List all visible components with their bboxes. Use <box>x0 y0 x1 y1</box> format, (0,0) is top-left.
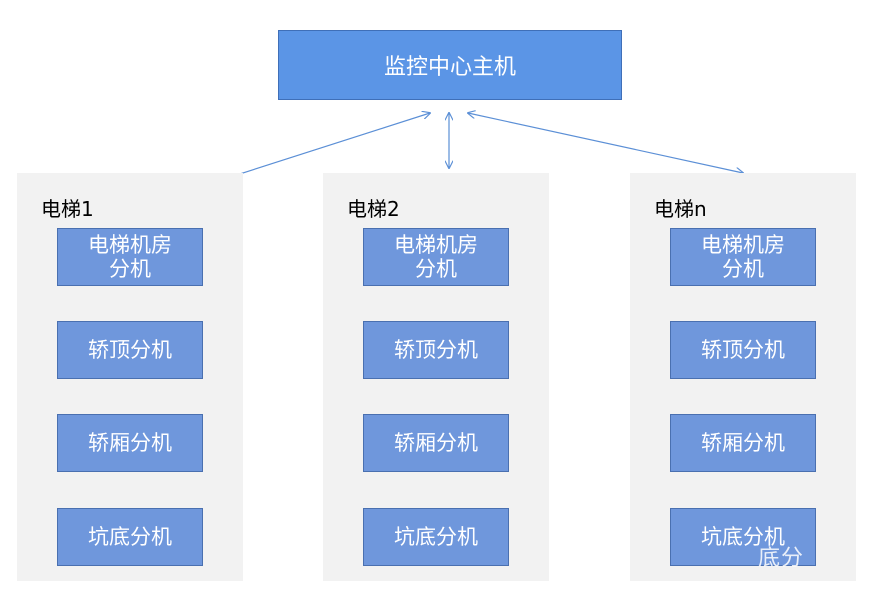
car-unit: 轿厢分机 <box>57 414 203 472</box>
pit-unit: 坑底分机 <box>670 508 816 566</box>
monitoring-host-box: 监控中心主机 <box>278 30 622 100</box>
car-top-unit: 轿顶分机 <box>57 321 203 379</box>
car-top-unit: 轿顶分机 <box>363 321 509 379</box>
arrow-host-elevator-n <box>468 113 743 173</box>
machine-room-unit: 电梯机房 分机 <box>57 228 203 286</box>
car-unit: 轿厢分机 <box>363 414 509 472</box>
car-unit: 轿厢分机 <box>670 414 816 472</box>
elevator-group-2: 电梯2 电梯机房 分机 轿顶分机 轿厢分机 坑底分机 <box>323 173 549 581</box>
elevator-group-n: 电梯n 电梯机房 分机 轿顶分机 轿厢分机 坑底分机 <box>630 173 856 581</box>
monitoring-host-label: 监控中心主机 <box>383 55 516 80</box>
watermark-fragment: 底分 <box>758 546 805 571</box>
machine-room-unit: 电梯机房 分机 <box>363 228 509 286</box>
pit-unit: 坑底分机 <box>363 508 509 566</box>
car-top-unit: 轿顶分机 <box>670 321 816 379</box>
elevator-title: 电梯2 <box>347 197 400 221</box>
elevator-group-1: 电梯1 电梯机房 分机 轿顶分机 轿厢分机 坑底分机 <box>17 173 243 581</box>
machine-room-unit: 电梯机房 分机 <box>670 228 816 286</box>
elevator-title: 电梯n <box>654 197 707 221</box>
pit-unit: 坑底分机 <box>57 508 203 566</box>
elevator-title: 电梯1 <box>41 197 94 221</box>
